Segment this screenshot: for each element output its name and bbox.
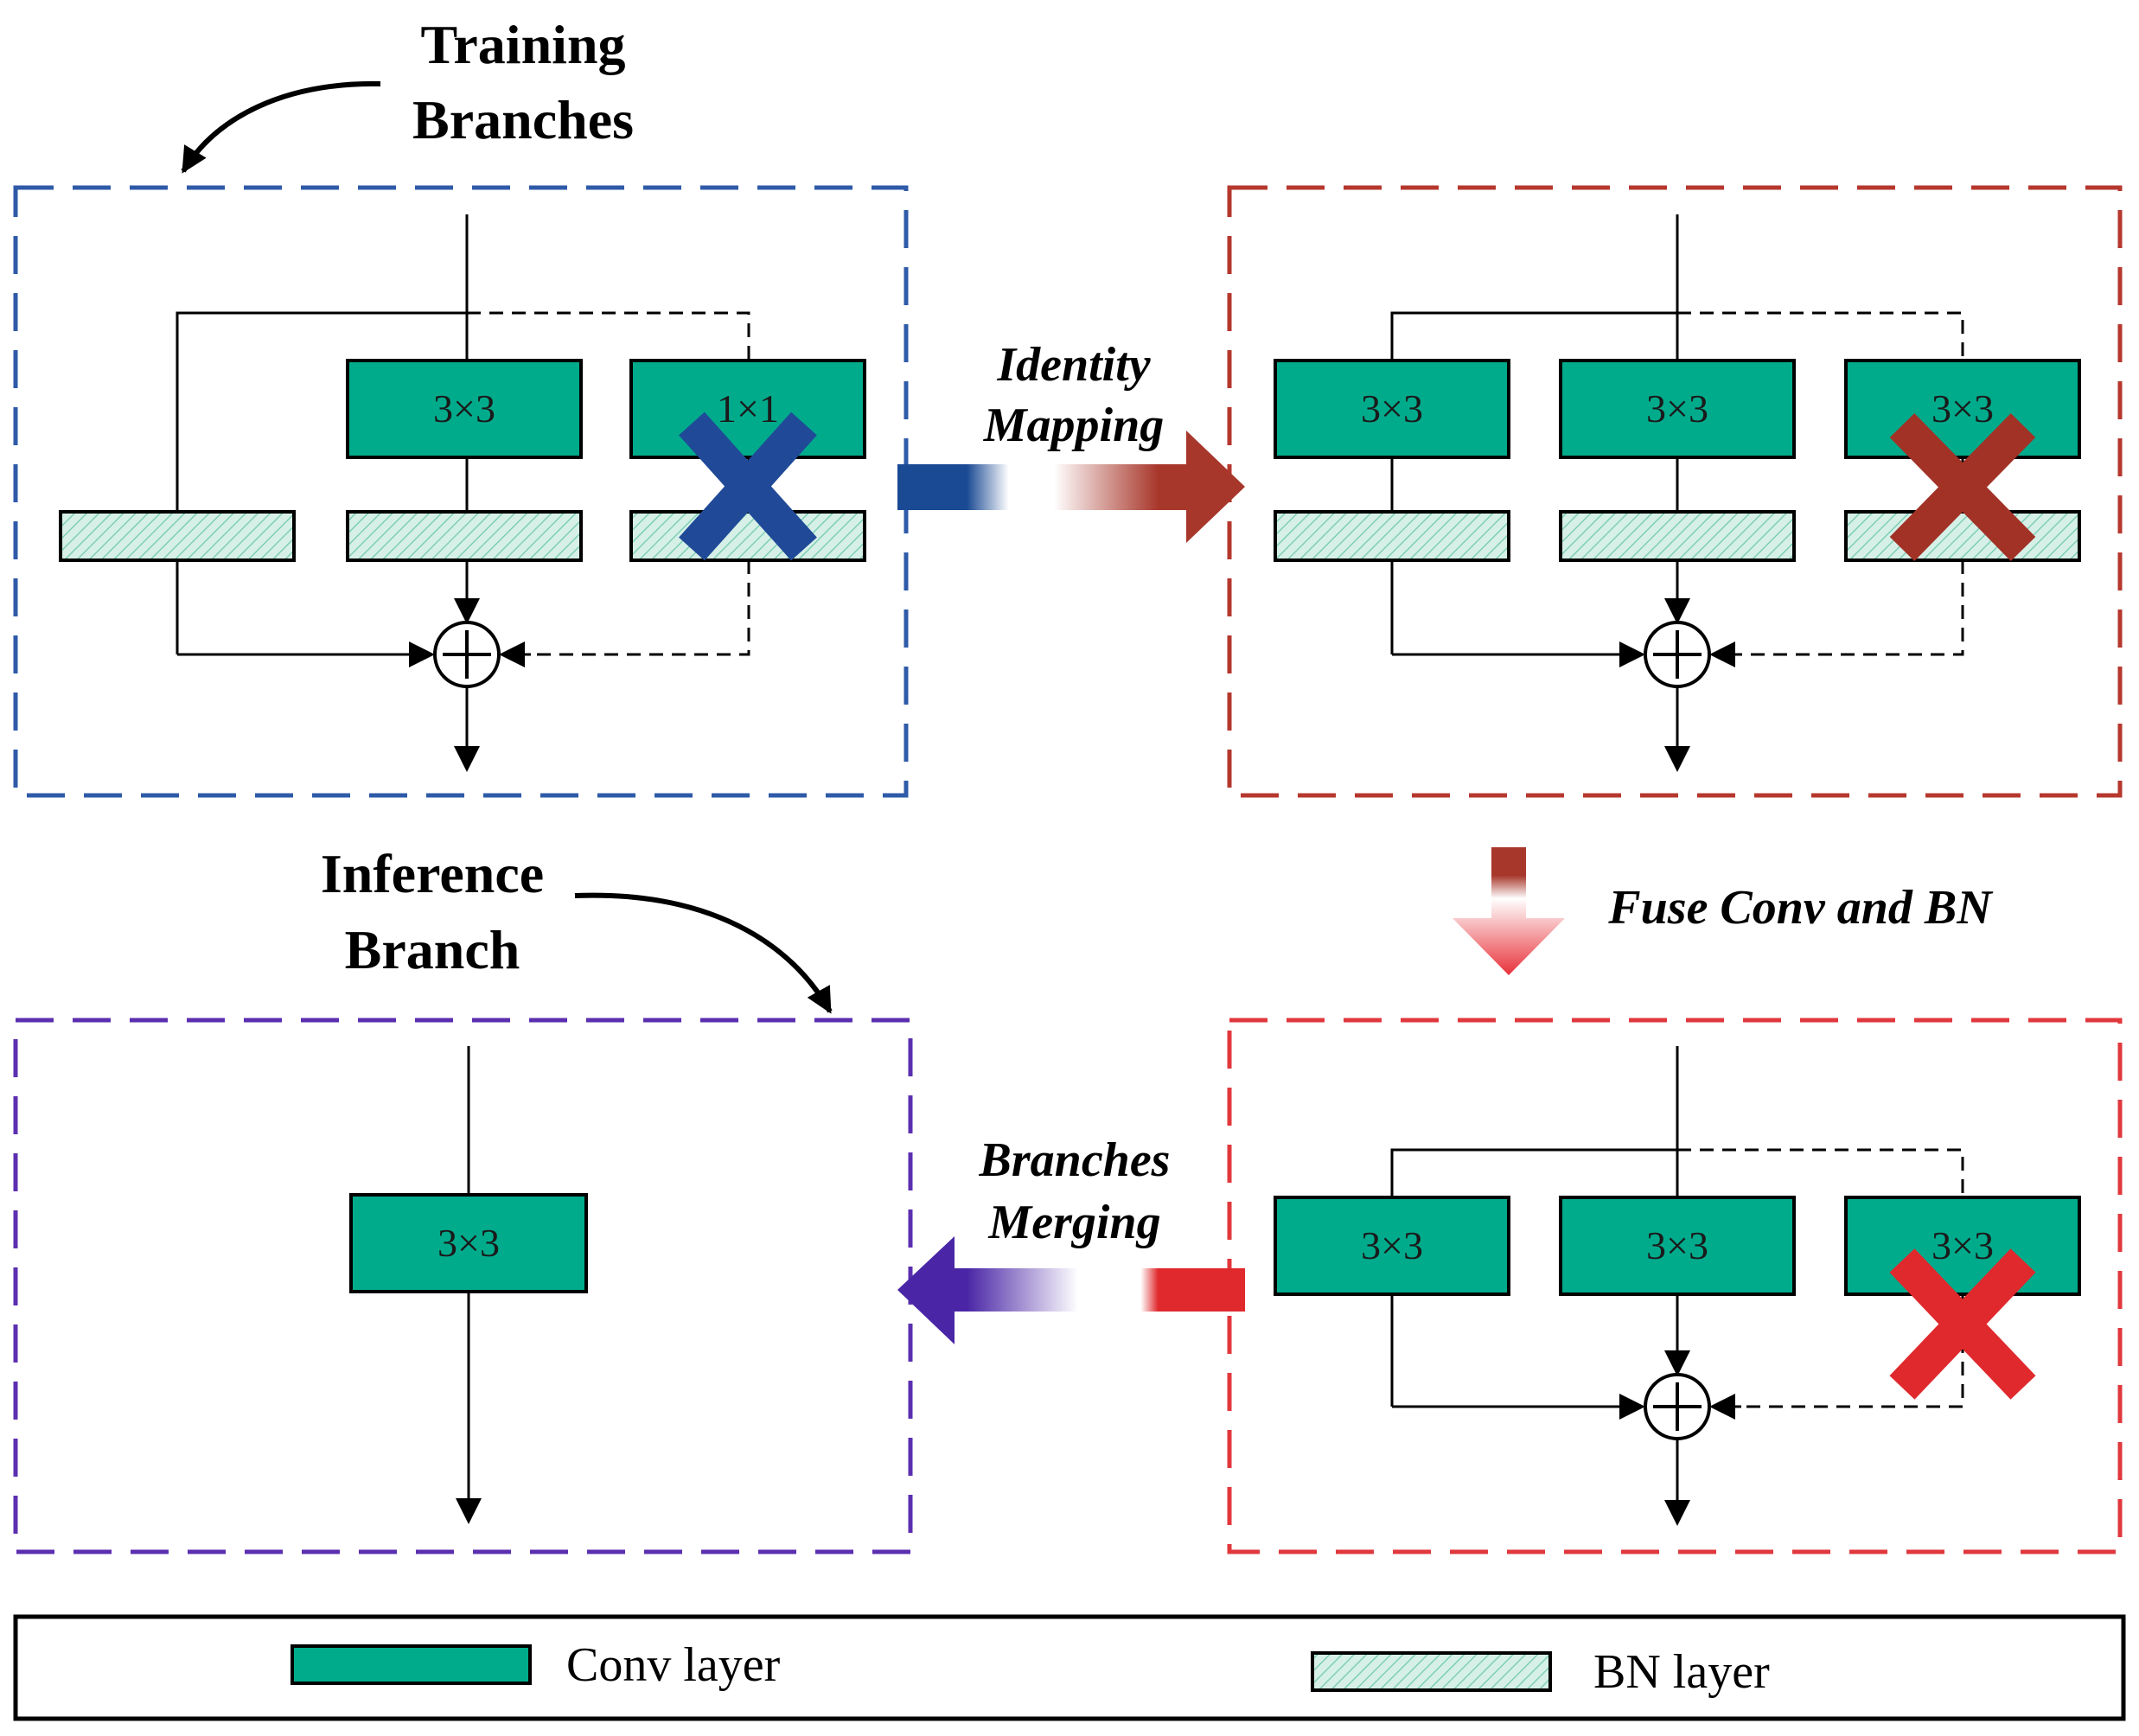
conv-label: 3×3	[1361, 386, 1423, 431]
fused-block: 3×3 3×3 3×3	[1227, 1018, 2123, 1554]
bn-layer	[1559, 510, 1796, 562]
conv-layer	[1844, 1196, 2081, 1296]
conv-label: 3×3	[1931, 386, 1994, 431]
curved-arrow	[574, 892, 833, 1014]
conv-label: 3×3	[1361, 1223, 1423, 1267]
training-title: Branches	[412, 89, 634, 150]
merging-arrow	[897, 1236, 1245, 1344]
curved-arrow	[181, 80, 381, 174]
legend-bn-label: BN layer	[1593, 1645, 1770, 1699]
legend-box	[13, 1614, 2126, 1721]
bn-layer	[629, 510, 866, 562]
training-block: 3×3 1×1	[13, 185, 909, 798]
legend-conv-swatch	[291, 1644, 532, 1685]
conv-label: 3×3	[437, 1221, 500, 1265]
fuse-label: Fuse Conv and BN	[1607, 881, 1994, 935]
remove-cross-icon	[1889, 413, 2036, 561]
bn-layer	[1844, 510, 2081, 562]
bn-layer	[1274, 510, 1510, 562]
conv-label: 1×1	[717, 386, 779, 431]
conv-label: 3×3	[1646, 1223, 1708, 1267]
add-node	[1644, 621, 1711, 688]
inference-block: 3×3	[13, 1018, 913, 1554]
conv-label: 3×3	[1646, 386, 1708, 431]
remove-cross-icon	[1889, 1248, 2036, 1400]
conv-layer	[346, 359, 583, 459]
identity-mapping-label: Identity	[996, 338, 1151, 392]
legend-conv-label: Conv layer	[566, 1638, 781, 1692]
bn-layer	[59, 510, 296, 562]
fuse-arrow	[1453, 847, 1565, 975]
identity-mapping-arrow	[897, 431, 1245, 543]
legend-bn-swatch	[1311, 1651, 1552, 1692]
identity-block: 3×3 3×3 3×3	[1227, 185, 2123, 798]
training-title: Training	[420, 14, 625, 75]
inference-title: Inference	[321, 843, 544, 904]
remove-cross-icon	[679, 412, 817, 561]
training-block-border	[13, 185, 909, 798]
conv-layer	[349, 1193, 588, 1293]
merging-label: Branches	[979, 1133, 1171, 1187]
conv-label: 3×3	[433, 386, 495, 431]
conv-layer	[1559, 359, 1796, 459]
conv-label: 3×3	[1931, 1223, 1994, 1267]
merging-label: Merging	[987, 1196, 1160, 1249]
add-node	[433, 621, 501, 688]
add-node	[1644, 1373, 1711, 1440]
legend: Conv layer BN layer	[13, 1614, 2126, 1721]
inference-title: Branch	[345, 919, 520, 980]
bn-layer	[346, 510, 583, 562]
identity-mapping-label: Mapping	[983, 399, 1165, 452]
